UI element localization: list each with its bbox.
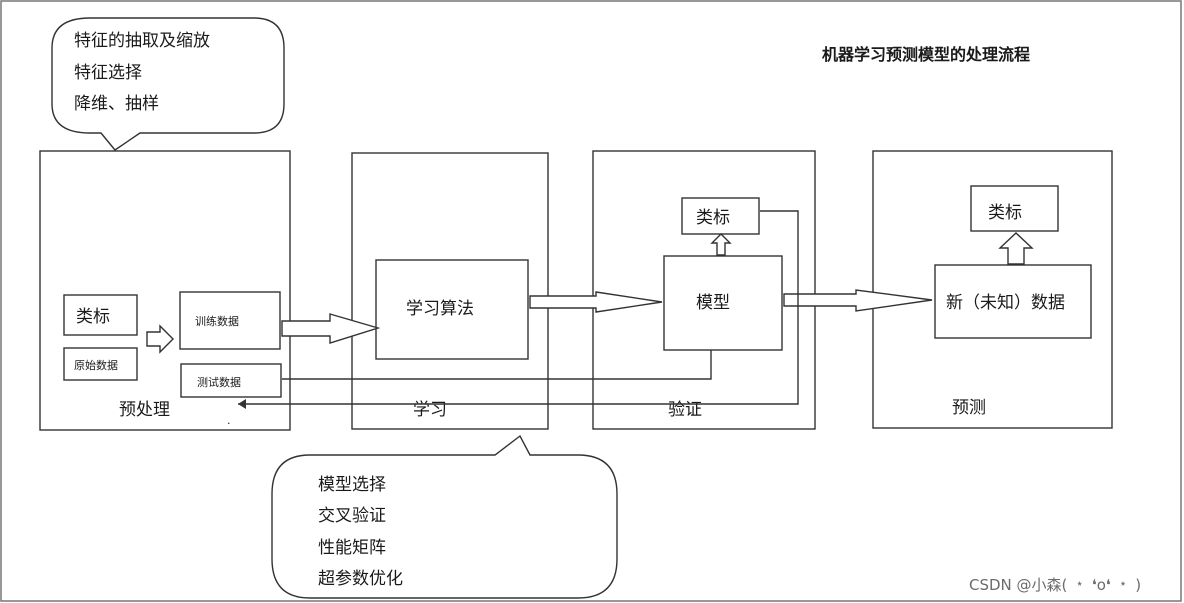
top-callout-bubble [51, 17, 285, 151]
top-callout-line: 降维、抽样 [74, 94, 159, 114]
bottom-callout-bubble [271, 434, 618, 599]
watermark: CSDN @小森( ﹡ ❛o❛ ﹡ ) [969, 576, 1141, 594]
train-data-label: 训练数据 [195, 314, 239, 328]
prediction-class-label-box [970, 185, 1059, 232]
bottom-callout-line: 模型选择 [318, 475, 386, 495]
learning-algorithm-box [375, 259, 529, 360]
model-label: 模型 [696, 293, 730, 313]
arrow-algorithm-to-model [529, 291, 663, 313]
feedback-line-class-label [238, 210, 799, 405]
bottom-callout-line: 超参数优化 [318, 569, 403, 589]
feedback-arrowhead [238, 399, 246, 409]
bottom-callout-line: 性能矩阵 [318, 538, 386, 558]
validation-label: 验证 [668, 400, 702, 420]
arrow-up-icon [710, 233, 732, 256]
stray-dot: . [227, 414, 231, 427]
top-callout-line: 特征选择 [74, 63, 142, 83]
learning-label: 学习 [413, 400, 447, 420]
test-data-box [180, 363, 282, 398]
preprocess-label: 预处理 [119, 400, 170, 420]
learning-algorithm-label: 学习算法 [406, 299, 474, 319]
prediction-class-label: 类标 [988, 203, 1022, 223]
arrow-model-to-new-data [783, 289, 933, 312]
validation-class-label-box [681, 197, 760, 235]
arrow-train-to-algorithm [281, 313, 381, 344]
validation-class-label: 类标 [696, 208, 730, 228]
new-data-label: 新（未知）数据 [946, 293, 1065, 313]
arrow-up-icon [998, 232, 1034, 265]
preprocess-class-label: 类标 [76, 307, 110, 327]
arrow-right-icon [146, 324, 174, 354]
bottom-callout-line: 交叉验证 [318, 506, 386, 526]
top-callout-line: 特征的抽取及缩放 [74, 31, 210, 51]
raw-data-label: 原始数据 [74, 358, 118, 372]
raw-data-box [63, 347, 138, 381]
new-data-box [934, 264, 1092, 339]
feedback-line-test-data [282, 350, 712, 380]
train-data-box [179, 291, 281, 350]
preprocess-class-label-box [63, 294, 138, 336]
model-box [663, 255, 783, 351]
diagram-title: 机器学习预测模型的处理流程 [822, 45, 1030, 64]
prediction-label: 预测 [952, 398, 986, 418]
test-data-label: 测试数据 [197, 375, 241, 389]
